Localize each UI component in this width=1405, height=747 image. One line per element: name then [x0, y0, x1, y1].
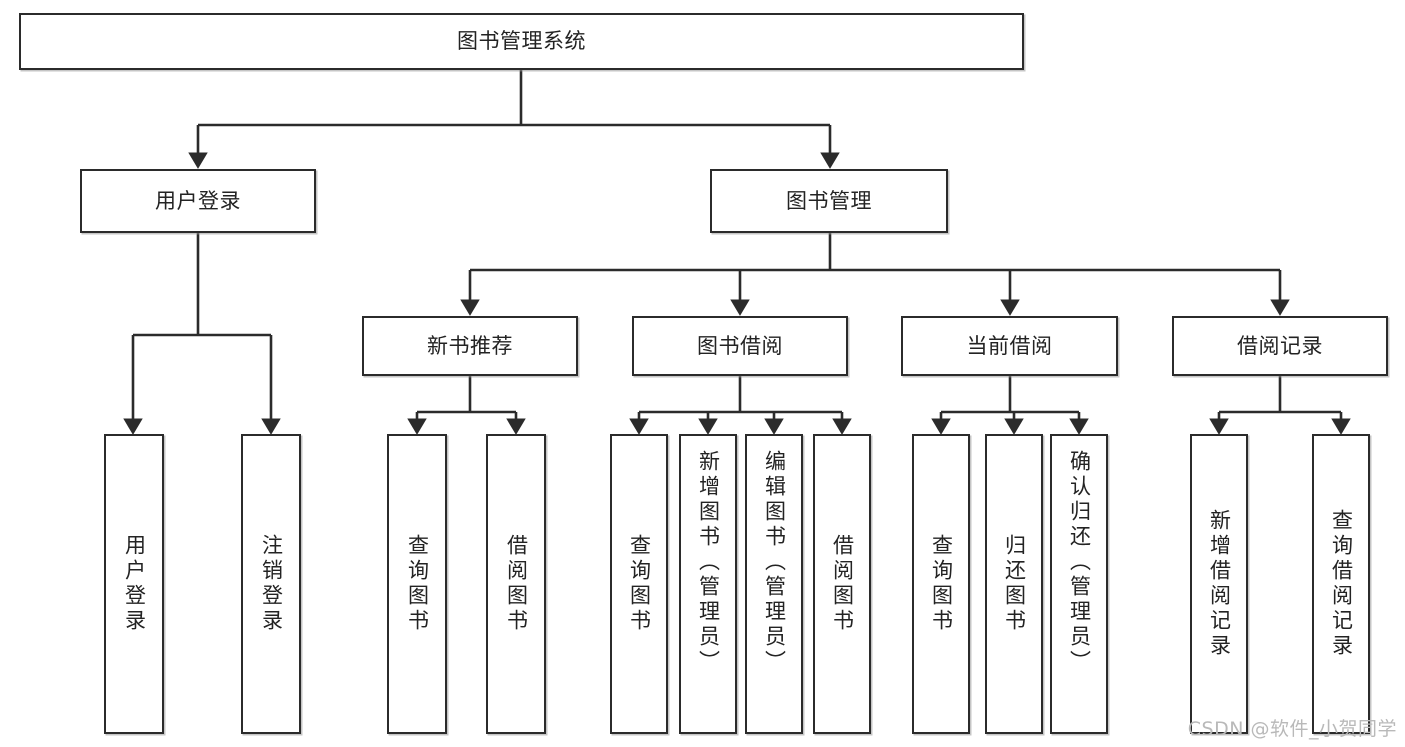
node-book-manage[interactable]: 图书管理	[710, 169, 948, 233]
node-leaf-cur-return-label: 归还图书	[1002, 534, 1027, 634]
node-leaf-borrow-lend-label: 借阅图书	[830, 534, 855, 634]
node-leaf-borrow-add[interactable]: 新增图书（管理员）	[679, 434, 737, 734]
node-leaf-cur-confirm[interactable]: 确认归还（管理员）	[1050, 434, 1108, 734]
node-leaf-cur-return[interactable]: 归还图书	[985, 434, 1043, 734]
node-new-book-rec-label: 新书推荐	[427, 333, 513, 358]
node-leaf-rec-borrow-label: 借阅图书	[504, 534, 529, 634]
node-new-book-rec[interactable]: 新书推荐	[362, 316, 578, 376]
node-leaf-borrow-query[interactable]: 查询图书	[610, 434, 668, 734]
node-book-borrow[interactable]: 图书借阅	[632, 316, 848, 376]
node-leaf-cur-query-label: 查询图书	[929, 534, 954, 634]
node-current-borrow-label: 当前借阅	[966, 333, 1053, 358]
node-leaf-rec-query[interactable]: 查询图书	[387, 434, 447, 734]
node-leaf-borrow-add-label: 新增图书（管理员）	[696, 450, 721, 675]
node-book-manage-label: 图书管理	[786, 188, 872, 213]
node-leaf-rec-query2[interactable]: 查询借阅记录	[1312, 434, 1370, 734]
node-leaf-user-login[interactable]: 用户登录	[104, 434, 164, 734]
node-leaf-cur-query[interactable]: 查询图书	[912, 434, 970, 734]
node-leaf-user-logout[interactable]: 注销登录	[241, 434, 301, 734]
node-leaf-rec-query-label: 查询图书	[405, 534, 430, 634]
node-user-login[interactable]: 用户登录	[80, 169, 316, 233]
node-leaf-borrow-query-label: 查询图书	[627, 534, 652, 634]
node-leaf-user-login-label: 用户登录	[122, 534, 147, 634]
node-leaf-rec-add[interactable]: 新增借阅记录	[1190, 434, 1248, 734]
csdn-watermark: CSDN @软件_小贺同学	[1187, 718, 1397, 740]
node-root[interactable]: 图书管理系统	[19, 13, 1024, 70]
node-leaf-user-logout-label: 注销登录	[259, 534, 284, 634]
node-root-label: 图书管理系统	[457, 29, 586, 54]
node-user-login-label: 用户登录	[155, 188, 241, 213]
node-leaf-cur-confirm-label: 确认归还（管理员）	[1067, 450, 1092, 675]
node-book-borrow-label: 图书借阅	[697, 333, 783, 358]
node-leaf-borrow-edit-label: 编辑图书（管理员）	[762, 450, 787, 675]
node-leaf-borrow-lend[interactable]: 借阅图书	[813, 434, 871, 734]
node-leaf-rec-borrow[interactable]: 借阅图书	[486, 434, 546, 734]
node-borrow-record[interactable]: 借阅记录	[1172, 316, 1388, 376]
node-borrow-record-label: 借阅记录	[1237, 333, 1323, 358]
node-current-borrow[interactable]: 当前借阅	[901, 316, 1118, 376]
node-leaf-borrow-edit[interactable]: 编辑图书（管理员）	[745, 434, 803, 734]
node-leaf-rec-query2-label: 查询借阅记录	[1329, 509, 1354, 659]
node-leaf-rec-add-label: 新增借阅记录	[1207, 509, 1232, 659]
